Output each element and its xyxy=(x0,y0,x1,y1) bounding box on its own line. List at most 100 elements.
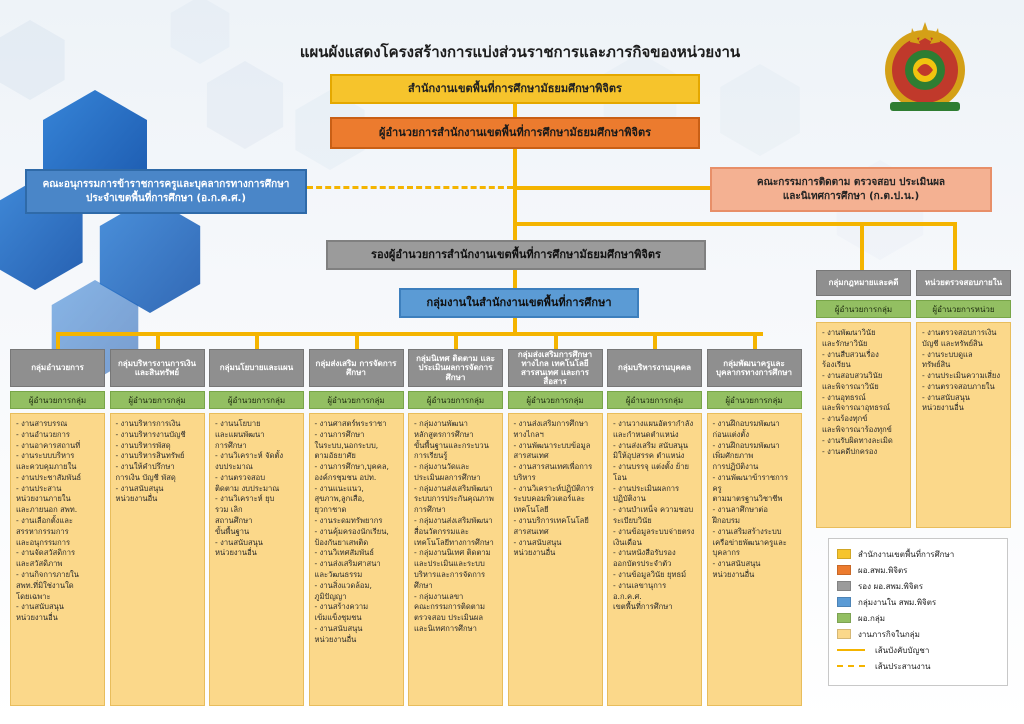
task-item: สพท.ที่มิใช่งานใด xyxy=(16,580,74,590)
connector-line xyxy=(513,104,517,117)
connector-line xyxy=(953,222,957,270)
task-item: - งานส่งเสริมศาสนา xyxy=(314,559,381,569)
task-item: - งานสนับสนุน xyxy=(314,623,363,633)
task-item: สถานศึกษา xyxy=(215,516,253,526)
task-item: ภูมิปัญญา xyxy=(314,591,347,601)
department-heading: กลุ่มบริหารงานบุคคล xyxy=(607,349,702,387)
department-heading: กลุ่มบริหารงานการเงิน และสินทรัพย์ xyxy=(109,349,205,387)
task-item: ฝึกอบรม xyxy=(712,516,741,526)
task-item: และอนุกรรมการ xyxy=(16,537,71,547)
legend-label: รอง ผอ.สพม.พิจิตร xyxy=(858,581,924,591)
task-item: - งานสิ่งแวดล้อม, xyxy=(314,580,372,590)
hexagon-shape xyxy=(206,61,284,149)
deputy-director-box: รองผู้อำนวยการสำนักงานเขตพื้นที่การศึกษา… xyxy=(326,240,706,270)
task-item: และพิจารณาร้องทุกข์ xyxy=(822,425,892,435)
task-item: - งานตรวจสอบภายใน xyxy=(922,381,995,391)
department-column: กลุ่มบริหารงานการเงิน และสินทรัพย์ผู้อำน… xyxy=(109,349,205,706)
task-item: ระบบการประกันคุณภาพ xyxy=(414,494,494,504)
task-item: - งานส่งเสริม สนับสนุน xyxy=(613,440,689,450)
task-item: บริหารและการจัดการ xyxy=(414,569,486,579)
hexagon-shape xyxy=(99,197,201,313)
page-title: แผนผังแสดงโครงสร้างการแบ่งส่วนราชการและภ… xyxy=(299,43,741,61)
task-item: โดยเฉพาะ xyxy=(16,591,51,601)
task-item: - งานอาคารสถานที่ xyxy=(16,440,81,450)
task-item: รวม เลิก xyxy=(215,505,243,515)
task-item: ขั้นพื้นฐาน xyxy=(215,526,250,536)
task-item: - งานบริหารการเงิน xyxy=(115,419,181,428)
task-item: - งานคดีปกครอง xyxy=(822,446,878,456)
committee-right-box: คณะกรรมการติดตาม ตรวจสอบ ประเมินผล และนิ… xyxy=(710,167,992,212)
task-item: เขตพื้นที่การศึกษา xyxy=(613,602,673,612)
task-item: - งานตรวจสอบการเงิน xyxy=(922,328,997,337)
task-item: - งานบริหารสินทรัพย์ xyxy=(115,451,185,461)
task-list: - งานตรวจสอบการเงินบัญชี และทรัพย์สิน - ง… xyxy=(916,322,1011,528)
legend-dashed-line: เส้นประสานงาน xyxy=(837,658,999,674)
group-director-label: ผู้อำนวยการกลุ่ม xyxy=(607,391,702,409)
task-item: หน่วยงานอื่น xyxy=(314,634,357,644)
task-item: ออกบัตรประจำตัว xyxy=(613,559,672,569)
task-item: และพิจารณาอุทธรณ์ xyxy=(822,403,891,413)
task-item: และควบคุมภายใน xyxy=(16,462,77,472)
legend-item: ผอ.กลุ่ม xyxy=(837,610,999,626)
task-item: - งานสนับสนุน xyxy=(712,559,761,569)
task-item: และนิเทศการศึกษา xyxy=(414,623,477,633)
task-item: สารสนเทศ xyxy=(513,451,549,461)
obec-emblem-icon xyxy=(885,22,965,111)
legend-item: รอง ผอ.สพม.พิจิตร xyxy=(837,578,999,594)
department-heading: กลุ่มนิเทศ ติดตาม และ ประเมินผลการจัดการ… xyxy=(408,349,503,387)
task-item: ร้องเรียน xyxy=(822,360,851,370)
connector-line xyxy=(513,318,517,334)
task-item: หน่วยงานอื่น xyxy=(215,548,257,558)
task-item: ป้องกันยาเสพติด xyxy=(314,537,369,547)
task-item: ระเบียบวินัย xyxy=(613,516,652,526)
task-item: - งานตรวจสอบ xyxy=(215,472,266,482)
task-item: องค์กรชุมชน อปท. xyxy=(314,472,377,482)
task-item: การศึกษา xyxy=(215,440,247,450)
task-item: คณะกรรมการติดตาม xyxy=(414,602,485,612)
task-item: สื่อนวัตกรรมและ xyxy=(414,526,469,536)
task-item: และแผนพัฒนา xyxy=(215,429,265,439)
task-item: - งานพัฒนาข้าราชการครู xyxy=(712,472,789,493)
task-item: เพิ่มศักยภาพ xyxy=(712,451,754,461)
department-column: กลุ่มนโยบายและแผนผู้อำนวยการกลุ่ม- งานนโ… xyxy=(209,349,304,706)
task-item: หน่วยงานอื่น xyxy=(115,494,158,504)
task-list: - งานส่งเสริมการศึกษาทางไกลฯ- งานพัฒนาระ… xyxy=(507,413,603,706)
task-item: ทรัพย์สิน xyxy=(922,360,951,370)
task-item: หน่วยงานอื่น xyxy=(16,613,58,623)
task-item: บัญชี และทรัพย์สิน xyxy=(922,338,983,348)
task-item: - งานประสาน xyxy=(16,483,62,493)
department-column: กลุ่มอำนวยการผู้อำนวยการกลุ่ม- งานสารบรร… xyxy=(10,349,105,706)
task-item: เทคโนโลยีทางการศึกษา xyxy=(414,537,494,547)
task-item: - งานอำนวยการ xyxy=(16,429,70,439)
task-list: - งานนโยบายและแผนพัฒนาการศึกษา- งานวิเคร… xyxy=(209,413,304,706)
task-item: - งานฝึกอบรมพัฒนา xyxy=(712,419,780,428)
task-item: ขั้นพื้นฐานและกระบวน xyxy=(414,440,489,450)
task-list: - กลุ่มงานพัฒนาหลักสูตรการศึกษาขั้นพื้นฐ… xyxy=(408,413,503,706)
group-director-label: ผู้อำนวยการกลุ่ม xyxy=(109,391,205,409)
legend-label: สำนักงานเขตพื้นที่การศึกษา xyxy=(858,549,955,559)
department-heading: กลุ่มส่งเสริมการศึกษาทางไกล เทคโนโลยีสาร… xyxy=(507,349,603,387)
dashed-line-swatch xyxy=(837,665,865,667)
task-item: ในระบบ,นอกระบบ, xyxy=(314,440,379,450)
task-item: - งานระดมทรัพยากร xyxy=(314,516,383,526)
task-item: มิให้อุปสรรค ตำแหน่ง xyxy=(613,451,685,461)
task-item: - งานแนะแนว, xyxy=(314,483,364,493)
task-item: - งานพัฒนาวินัย xyxy=(822,328,876,337)
task-item: - งานบริการเทคโนโลยี xyxy=(513,516,589,526)
task-item: - งานระบบบริหาร xyxy=(16,451,75,461)
legend-solid-label: เส้นบังคับบัญชา xyxy=(875,645,930,655)
task-item: หน่วยงานอื่น xyxy=(513,548,556,558)
connector-line xyxy=(513,270,517,288)
connector-line xyxy=(513,149,517,240)
task-item: - งานเสริมสร้างระบบ xyxy=(712,526,782,536)
group-director-label: ผู้อำนวยการกลุ่ม xyxy=(816,300,911,318)
group-director-label: ผู้อำนวยการกลุ่ม xyxy=(706,391,802,409)
task-item: ปฏิบัติงาน xyxy=(613,494,646,504)
task-item: สรรหากรรมการ xyxy=(16,526,69,536)
connector-line xyxy=(255,332,259,349)
task-item: - งานสนับสนุน xyxy=(922,392,970,402)
legend-swatch xyxy=(837,597,851,607)
legend-swatch xyxy=(837,629,851,639)
task-list: - งานวางแผนอัตรากำลังและกำหนดตำแหน่ง- งา… xyxy=(607,413,702,706)
task-item: - งานสนับสนุน xyxy=(215,537,263,547)
